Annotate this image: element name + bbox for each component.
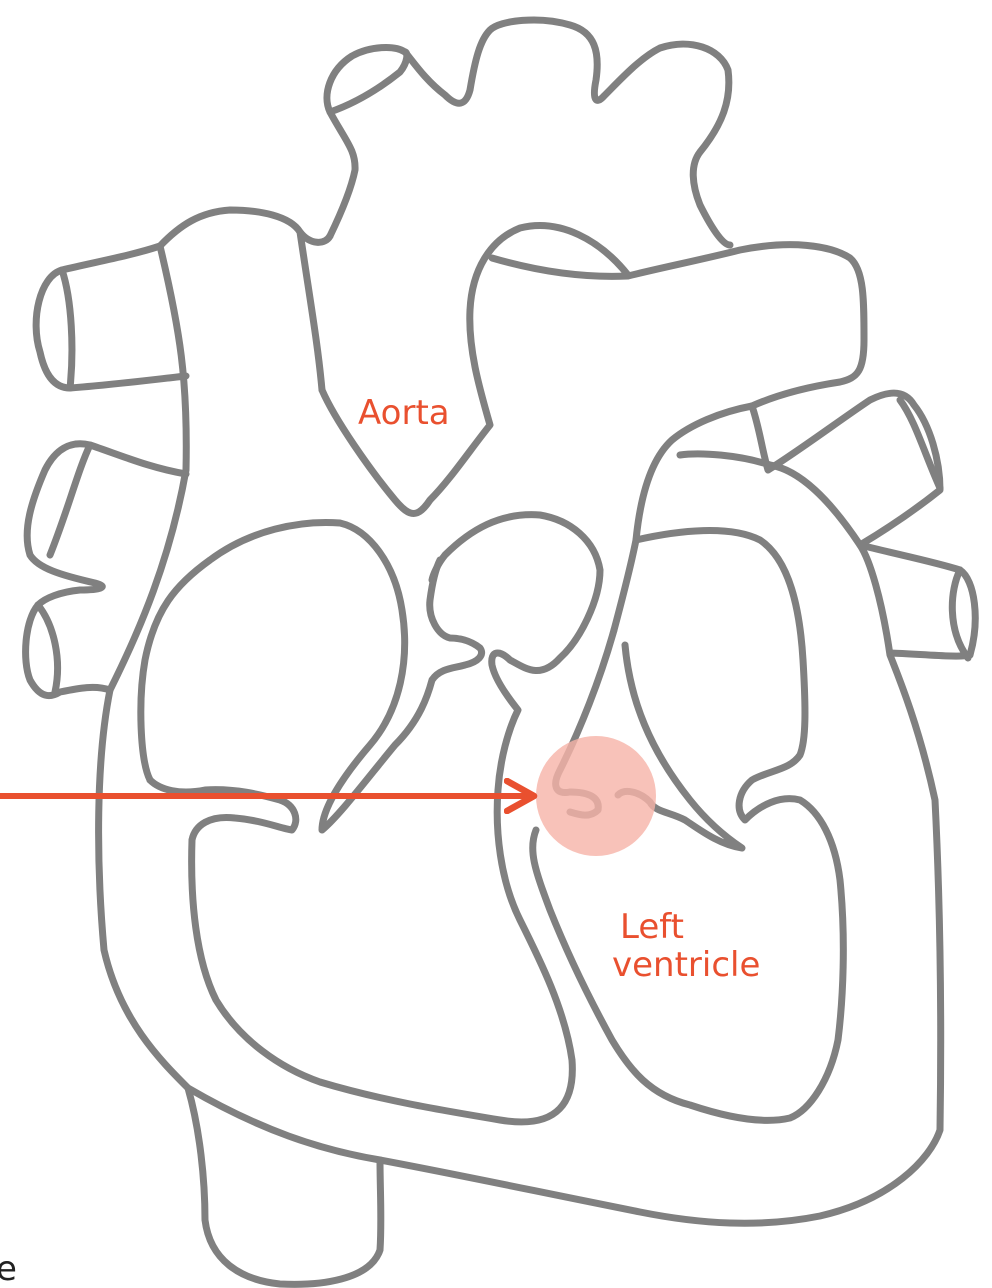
pulmonary-vein-lower-right-rim	[952, 570, 968, 658]
pulmonary-vein-middle-left	[27, 444, 186, 605]
valve-highlight-circle	[536, 736, 656, 856]
aorta-outline	[327, 20, 730, 245]
aorta-trunk	[322, 226, 628, 514]
right-atrium-chamber	[141, 522, 482, 830]
pulmonary-vein-upper-left-rim	[62, 270, 72, 388]
inferior-vena-cava	[188, 1088, 381, 1284]
tricuspid-valve	[150, 780, 296, 840]
pulmonary-vein-lower-left-rim	[38, 605, 58, 692]
pulmonary-vein-lower-left	[26, 605, 110, 696]
aorta-label: Aorta	[358, 393, 450, 433]
left-ventricle-label-line2: ventricle	[612, 945, 760, 985]
left-ventricle-label-line1: Left	[620, 907, 684, 947]
pulmonary-artery-outline	[492, 245, 864, 630]
cut-off-left-label: e	[0, 1249, 17, 1288]
heart-outer-outline	[99, 246, 941, 1223]
pulmonary-vein-middle-left-rim	[50, 445, 90, 555]
